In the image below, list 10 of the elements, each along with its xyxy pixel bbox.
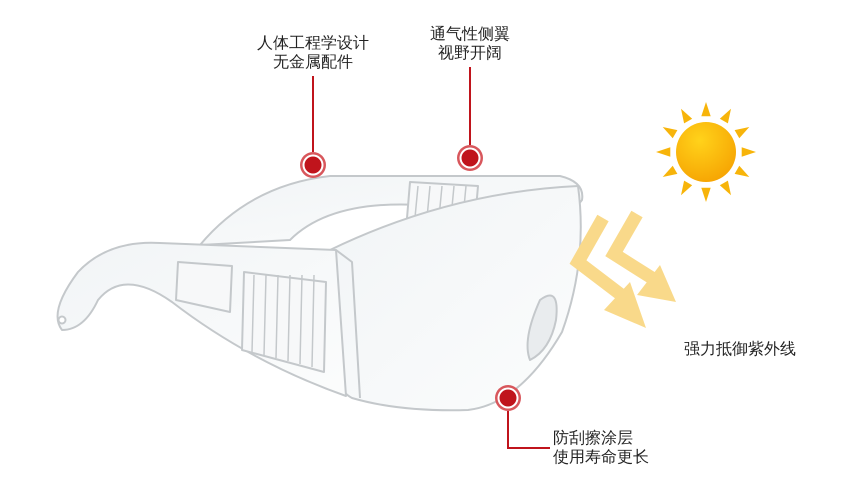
feature-label: 强力抵御紫外线	[684, 339, 796, 360]
leader-line	[507, 411, 550, 449]
leader-line	[469, 67, 471, 145]
leader-line	[312, 76, 314, 152]
callout-text: 通气性侧翼视野开阔	[428, 24, 512, 62]
marker-dot	[495, 385, 521, 411]
callout-text: 防刮擦涂层使用寿命更长	[553, 428, 653, 466]
marker-dot	[300, 152, 326, 178]
marker-dot	[457, 145, 483, 171]
callout-text: 人体工程学设计无金属配件	[257, 33, 369, 71]
